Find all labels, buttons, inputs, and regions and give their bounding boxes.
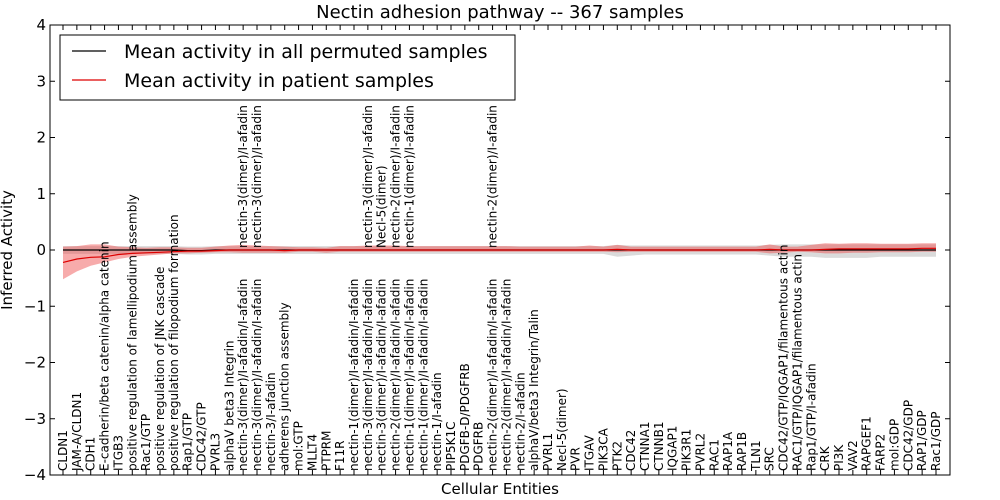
x-tick-label: Necl-5(dimer) [555, 388, 569, 471]
x-tick-label: nectin-3(dimer)/I-afadin/I-afadin [250, 279, 264, 471]
x-tick-label: JAM-A/CLDN1 [70, 392, 84, 472]
x-tick-label: nectin-1/I-afadin [430, 372, 444, 471]
x-tick-label-upper: nectin-1(dimer)/I-afadin [402, 105, 416, 248]
x-tick-label: CTNNA1 [638, 421, 652, 471]
x-tick-label: PTK2 [610, 441, 624, 471]
y-tick-label: −4 [24, 466, 46, 484]
x-tick-label: nectin-2/I-afadin [513, 372, 527, 471]
x-tick-label-upper: nectin-3(dimer)/I-afadin [361, 105, 375, 248]
chart-title: Nectin adhesion pathway -- 367 samples [316, 2, 684, 23]
x-tick-label: positive regulation of filopodium format… [167, 214, 181, 471]
plot-frame [49, 24, 951, 476]
x-tick-label: CRK [818, 445, 832, 471]
x-tick-label: RAP1A [721, 431, 735, 471]
y-axis-title: Inferred Activity [0, 190, 16, 310]
x-tick-label: nectin-2(dimer)/I-afadin/I-afadin [389, 279, 403, 471]
x-tick-label-upper: Necl-5(dimer) [375, 165, 389, 248]
x-axis-title: Cellular Entities [441, 480, 559, 498]
x-tick-label: Rac1/GDP [929, 412, 943, 471]
x-tick-label: PDGFB-D/PDGFRB [458, 363, 472, 471]
y-tick-label: 1 [36, 185, 46, 203]
y-tick-label: −1 [24, 297, 46, 315]
series-line-patient [62, 247, 936, 263]
x-tick-label: nectin-3/I-afadin [264, 372, 278, 471]
x-tick-label: alphaV beta3 Integrin [222, 340, 236, 471]
x-tick-label: PIP5K1C [444, 421, 458, 471]
x-tick-label: FARP2 [874, 434, 888, 471]
x-tick-label: PVRL1 [541, 433, 555, 471]
x-tick-label: MLLT4 [305, 434, 319, 471]
x-tick-label: adherens junction assembly [278, 302, 292, 471]
x-tick-label: nectin-2(dimer)/I-afadin/I-afadin [499, 279, 513, 471]
y-tick-label: 3 [36, 72, 46, 90]
x-tick-label: RAP1/GDP [915, 410, 929, 471]
x-tick-label: positive regulation of lamellipodium ass… [125, 194, 139, 471]
x-tick-label: ITGAV [583, 434, 597, 471]
y-tick-label: −3 [24, 410, 46, 428]
x-tick-label: Rap1/GTP/I-afadin [804, 363, 818, 471]
x-tick-label: CDH1 [84, 437, 98, 471]
confidence-bands [63, 243, 936, 280]
x-tick-label: nectin-3(dimer)/I-afadin/I-afadin [375, 279, 389, 471]
series-lines [62, 247, 936, 263]
x-tick-label: E-cadherin/beta catenin/alpha catenin [98, 241, 112, 471]
x-tick-label: mol:GTP [292, 421, 306, 471]
x-tick-label: nectin-1(dimer)/I-afadin/I-afadin [416, 279, 430, 471]
confidence-band-patient [63, 243, 936, 280]
x-tick-label: nectin-3(dimer)/I-afadin/I-afadin [361, 279, 375, 471]
x-tick-label: PVRL2 [693, 433, 707, 471]
x-tick-label: PDGFRB [472, 422, 486, 471]
x-tick-label: CDC42/GTP [195, 402, 209, 471]
x-tick-label: PVRL3 [208, 433, 222, 471]
x-tick-label: mol:GDP [887, 419, 901, 471]
x-tick-label-upper: nectin-3(dimer)/I-afadin [250, 105, 264, 248]
x-tick-label: nectin-1(dimer)/I-afadin/I-afadin [402, 279, 416, 471]
x-tick-label: TLN1 [749, 440, 763, 472]
x-tick-label: F11R [333, 440, 347, 471]
legend-label-permuted: Mean activity in all permuted samples [124, 41, 487, 63]
y-axis: −4 −3 −2 −1 0 1 2 3 4 [24, 16, 950, 484]
x-tick-label: PIK3CA [596, 427, 610, 471]
x-tick-label: CLDN1 [56, 430, 70, 471]
x-tick-label: RAC1/GTP/IQGAP1/filamentous actin [790, 254, 804, 471]
x-tick-label: nectin-2(dimer)/I-afadin/I-afadin [486, 279, 500, 471]
x-tick-label: CDC42/GDP [901, 400, 915, 471]
x-tick-label: ITGB3 [111, 435, 125, 471]
x-tick-label: RAPGEF1 [860, 416, 874, 471]
x-tick-label: RAC1 [707, 439, 721, 471]
confidence-band-permuted [63, 244, 936, 258]
y-tick-label: 2 [36, 129, 46, 147]
x-tick-label: CDC42 [624, 430, 638, 471]
x-tick-label: RAP1B [735, 432, 749, 471]
x-tick-label: PTPRM [319, 431, 333, 472]
x-tick-label-upper: nectin-3(dimer)/I-afadin [236, 105, 250, 248]
x-tick-label: PI3K [832, 444, 846, 471]
x-tick-label: alphaV/beta3 Integrin/Talin [527, 309, 541, 471]
x-tick-label-upper: nectin-2(dimer)/I-afadin [486, 105, 500, 248]
x-tick-label: SRC [763, 447, 777, 471]
x-tick-label: PIK3R1 [680, 429, 694, 471]
x-tick-label: CTNNB1 [652, 421, 666, 471]
x-tick-label: nectin-3(dimer)/I-afadin/I-afadin [236, 279, 250, 471]
legend: Mean activity in all permuted samples Me… [59, 34, 516, 101]
y-tick-label: 0 [36, 241, 46, 259]
x-tick-label: positive regulation of JNK cascade [153, 267, 167, 471]
x-tick-label: IQGAP1 [666, 426, 680, 471]
x-tick-label: VAV2 [846, 440, 860, 471]
y-tick-label: 4 [36, 16, 46, 34]
x-tick-label: PVR [569, 447, 583, 471]
legend-label-patient: Mean activity in patient samples [124, 70, 434, 92]
x-tick-label: nectin-1(dimer)/I-afadin/I-afadin [347, 279, 361, 471]
y-tick-label: −2 [24, 354, 46, 372]
x-tick-label: Rap1/GTP [181, 413, 195, 471]
x-tick-label: Rac1/GTP [139, 414, 153, 471]
x-tick-label-upper: nectin-2(dimer)/I-afadin [389, 105, 403, 248]
legend-box [59, 34, 516, 101]
x-tick-label: CDC42/GTP/IQGAP1/filamentous actin [777, 245, 791, 471]
